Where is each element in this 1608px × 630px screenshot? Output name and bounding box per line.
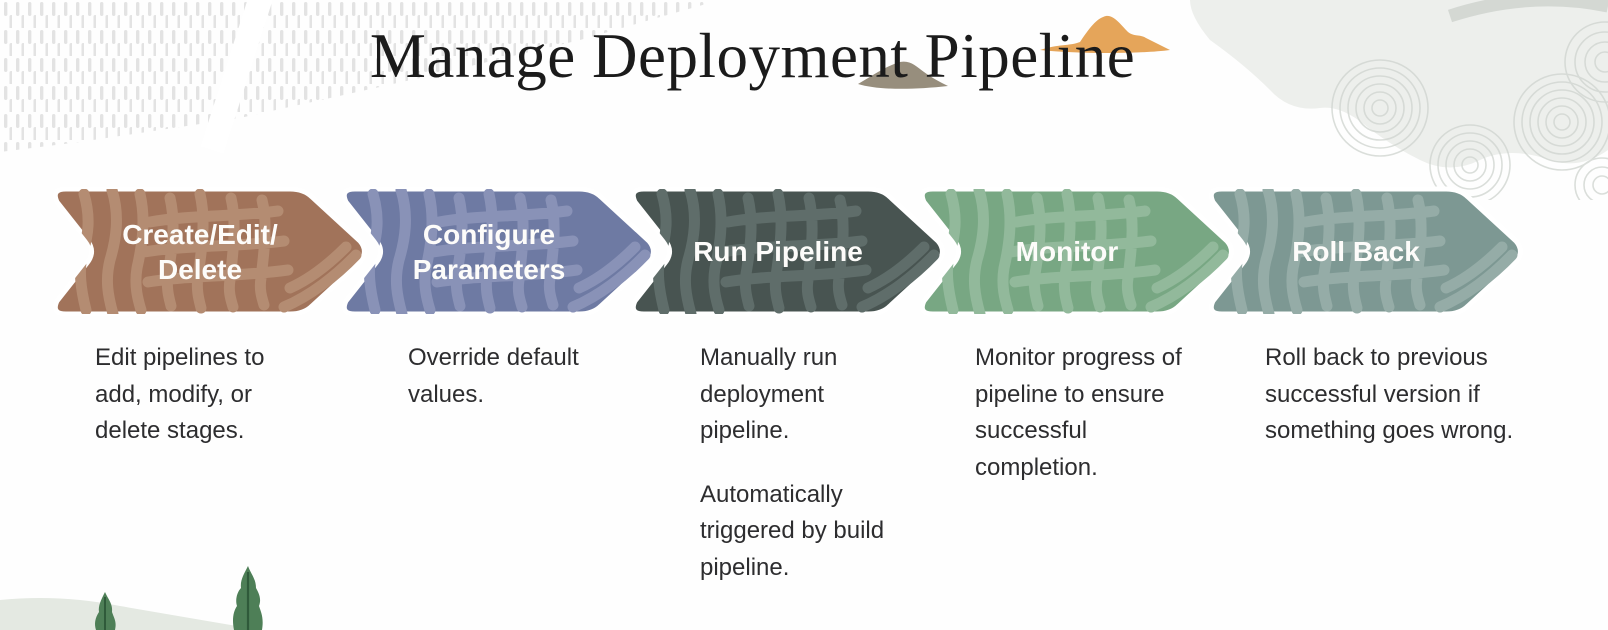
rain-dash-texture-decoration	[0, 0, 720, 154]
stage-description: Override default values.	[408, 340, 608, 413]
stage-description-paragraph: Override default values.	[408, 344, 579, 408]
pine-tree-small-decoration	[95, 592, 116, 630]
stage-label-line: Roll Back	[1292, 236, 1420, 267]
stage-label: Configure Parameters	[375, 186, 603, 317]
stage-roll-back: Roll Back Roll back to previous successf…	[1194, 186, 1528, 444]
stage-label: Create/Edit/ Delete	[86, 186, 314, 317]
stage-label: Monitor	[953, 186, 1181, 317]
stage-description-paragraph: Roll back to previous successful version…	[1265, 344, 1514, 444]
fingerprint-arcs	[1331, 21, 1608, 200]
stage-configure-parameters: Configure Parameters Override default va…	[327, 186, 661, 408]
stage-description-paragraph: Monitor progress of pipeline to ensure s…	[975, 344, 1182, 481]
stage-label-line: Run Pipeline	[693, 236, 863, 267]
stage-label-line: Monitor	[1015, 236, 1119, 267]
stage-description: Monitor progress of pipeline to ensure s…	[975, 340, 1215, 486]
stage-label: Roll Back	[1242, 186, 1470, 317]
hill-slope-decoration	[0, 598, 260, 630]
stage-label: Run Pipeline	[664, 186, 892, 317]
page-title: Manage Deployment Pipeline	[369, 21, 1136, 91]
stage-description-paragraph: Automatically triggered by build pipelin…	[700, 480, 885, 581]
blob-arcs-texture-decoration	[1190, 0, 1608, 200]
stage-description: Roll back to previous successful version…	[1265, 340, 1565, 450]
stage-description: Manually run deployment pipeline. Automa…	[700, 340, 895, 586]
stage-description: Edit pipelines to add, modify, or delete…	[95, 340, 310, 450]
stage-label-line: Parameters	[412, 253, 566, 285]
stage-run-pipeline: Run Pipeline Manually run deployment pip…	[616, 186, 950, 581]
stage-label-line: Delete	[157, 253, 243, 285]
stage-create-edit-delete: Create/Edit/ Delete Edit pipelines to ad…	[38, 186, 372, 444]
taupe-hill-decoration	[858, 61, 948, 89]
stage-label-line: Create/Edit/	[122, 218, 278, 250]
orange-mountain-decoration	[1040, 15, 1170, 53]
pine-tree-tall-decoration	[233, 566, 263, 630]
stage-label-line: Configure	[422, 218, 556, 250]
stage-description-paragraph: Manually run deployment pipeline.	[700, 344, 838, 444]
stage-description-paragraph: Edit pipelines to add, modify, or delete…	[95, 344, 265, 444]
stage-monitor: Monitor Monitor progress of pipeline to …	[905, 186, 1239, 481]
